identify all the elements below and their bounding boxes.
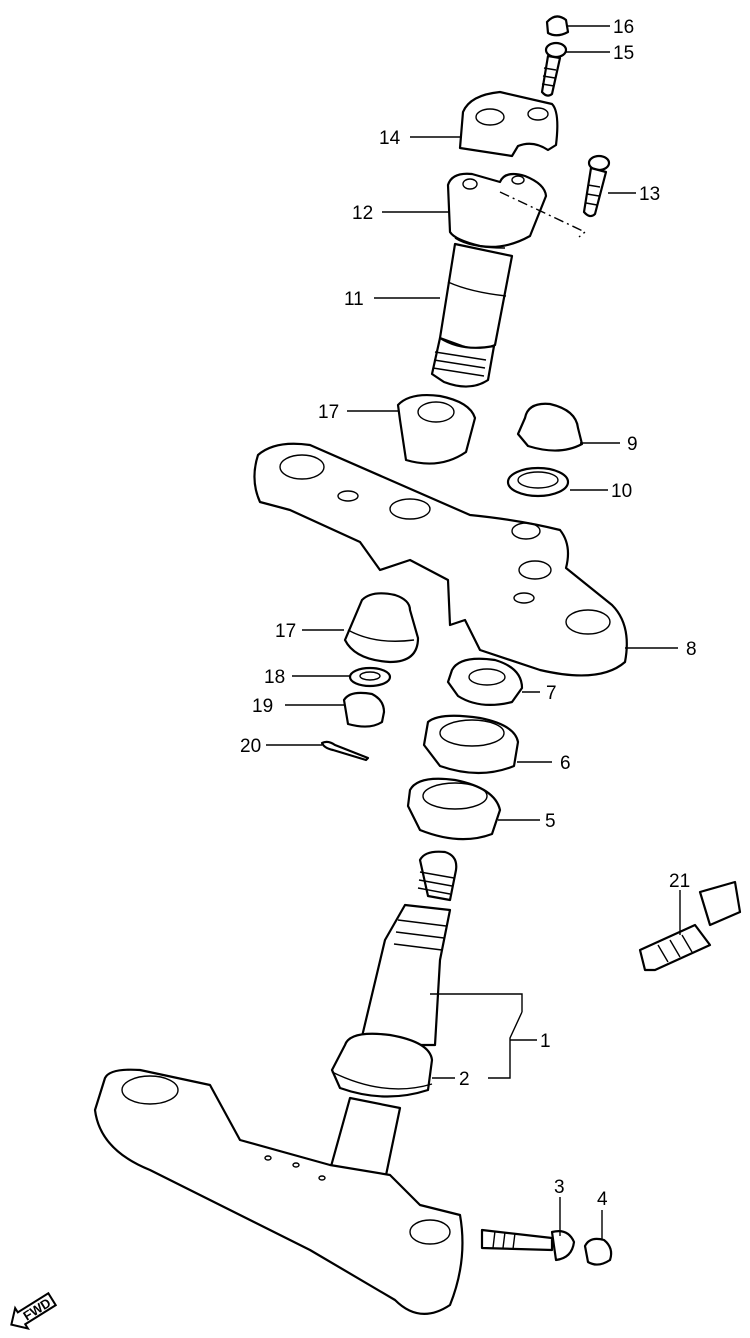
callout-8: 8 [686, 639, 697, 660]
part-12-lower-holder [446, 172, 548, 249]
part-14-handlebar-holder [458, 90, 559, 158]
callout-7: 7 [546, 683, 557, 704]
callout-21: 21 [669, 871, 690, 892]
part-18-washer [348, 666, 392, 688]
callout-15: 15 [613, 43, 634, 64]
part-13-bolt [582, 154, 611, 218]
callout-20: 20 [240, 736, 261, 757]
callout-10: 10 [611, 481, 632, 502]
callout-5: 5 [545, 811, 556, 832]
fwd-arrow-icon: FWD [10, 1291, 58, 1330]
callout-18: 18 [264, 667, 285, 688]
part-3-pinch-bolt [480, 1228, 576, 1262]
part-1-steering-stem [328, 850, 458, 1182]
callout-17-lower: 17 [275, 621, 296, 642]
callout-14: 14 [379, 128, 401, 149]
part-19-nut [342, 691, 386, 728]
part-lower-bracket [93, 1068, 464, 1315]
part-10-washer [506, 466, 570, 498]
part-17-lower-bushing [343, 592, 420, 664]
part-21-steering-lock [638, 880, 742, 972]
part-11-holder-shaft [430, 242, 514, 388]
callout-13: 13 [639, 184, 660, 205]
part-9-cap-nut [516, 402, 584, 452]
callout-16: 16 [613, 17, 634, 38]
part-17-upper-bushing [396, 393, 477, 465]
part-20-cotter-pin [320, 740, 370, 762]
callout-labels: 16 15 14 13 12 11 17 9 10 8 17 18 19 20 … [240, 17, 697, 1210]
part-6-dust-seal [422, 714, 520, 775]
callout-1: 1 [540, 1031, 551, 1052]
part-5-bearing [406, 777, 502, 841]
callout-3: 3 [554, 1177, 565, 1198]
leader-lines [266, 25, 681, 1240]
callout-11: 11 [344, 289, 364, 310]
callout-17-upper: 17 [318, 402, 339, 423]
callout-19: 19 [252, 696, 273, 717]
part-7-stem-nut [446, 657, 524, 707]
part-4-nut [583, 1237, 613, 1266]
callout-12: 12 [352, 203, 373, 224]
callout-4: 4 [597, 1189, 608, 1210]
callout-2: 2 [459, 1069, 470, 1090]
part-15-bolt [540, 41, 568, 97]
callout-6: 6 [560, 753, 571, 774]
part-8-upper-bracket [253, 442, 628, 677]
callout-9: 9 [627, 434, 638, 455]
part-16-cap [545, 15, 570, 37]
